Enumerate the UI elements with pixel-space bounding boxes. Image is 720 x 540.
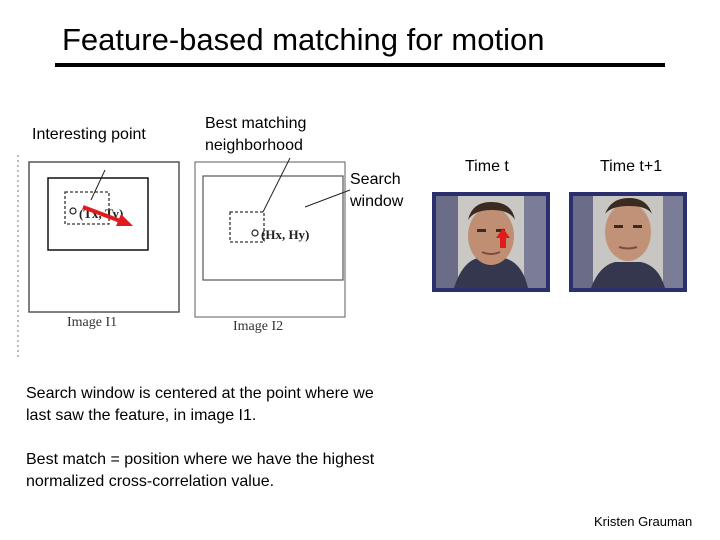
face-photo-time-t1 <box>569 192 687 292</box>
paragraph-search-window: Search window is centered at the point w… <box>26 385 374 424</box>
image2-best-window <box>229 211 265 243</box>
image1-search-window <box>47 177 149 251</box>
image2-caption: Image I2 <box>233 319 283 334</box>
image1-frame <box>28 161 180 313</box>
time-t-label: Time t <box>465 158 509 175</box>
red-arrow-icon <box>82 205 133 226</box>
paragraph-best-match: Best match = position where we have the … <box>26 451 375 490</box>
image2-point-label: (Hx, Hy) <box>261 227 309 242</box>
red-up-arrow-icon <box>496 228 510 248</box>
image1-point <box>69 207 77 215</box>
time-t1-label: Time t+1 <box>600 158 663 175</box>
image2-frame <box>194 161 346 318</box>
image2-search-window <box>202 175 344 281</box>
interesting-point-label: Interesting point <box>32 126 146 143</box>
image1-feature-window <box>64 191 110 225</box>
matching-diagram: (Tx, Ty) Image I1 (Hx, Hy) Image I2 <box>17 155 351 360</box>
image1-caption: Image I1 <box>67 315 117 330</box>
image1-panel: (Tx, Ty) Image I1 <box>28 161 180 330</box>
search-window-label: Search window <box>350 171 404 210</box>
best-matching-label: Best matching neighborhood <box>205 115 307 154</box>
image2-panel: (Hx, Hy) Image I2 <box>194 157 351 334</box>
search-window-pointer-line <box>304 189 351 208</box>
best-match-pointer-line <box>262 157 291 213</box>
title-underline <box>55 63 665 67</box>
image1-pointer-line <box>90 169 106 201</box>
face-photo-time-t <box>432 192 550 292</box>
slide-title: Feature-based matching for motion <box>62 22 545 57</box>
image2-point <box>251 229 259 237</box>
credit-text: Kristen Grauman <box>594 514 693 529</box>
